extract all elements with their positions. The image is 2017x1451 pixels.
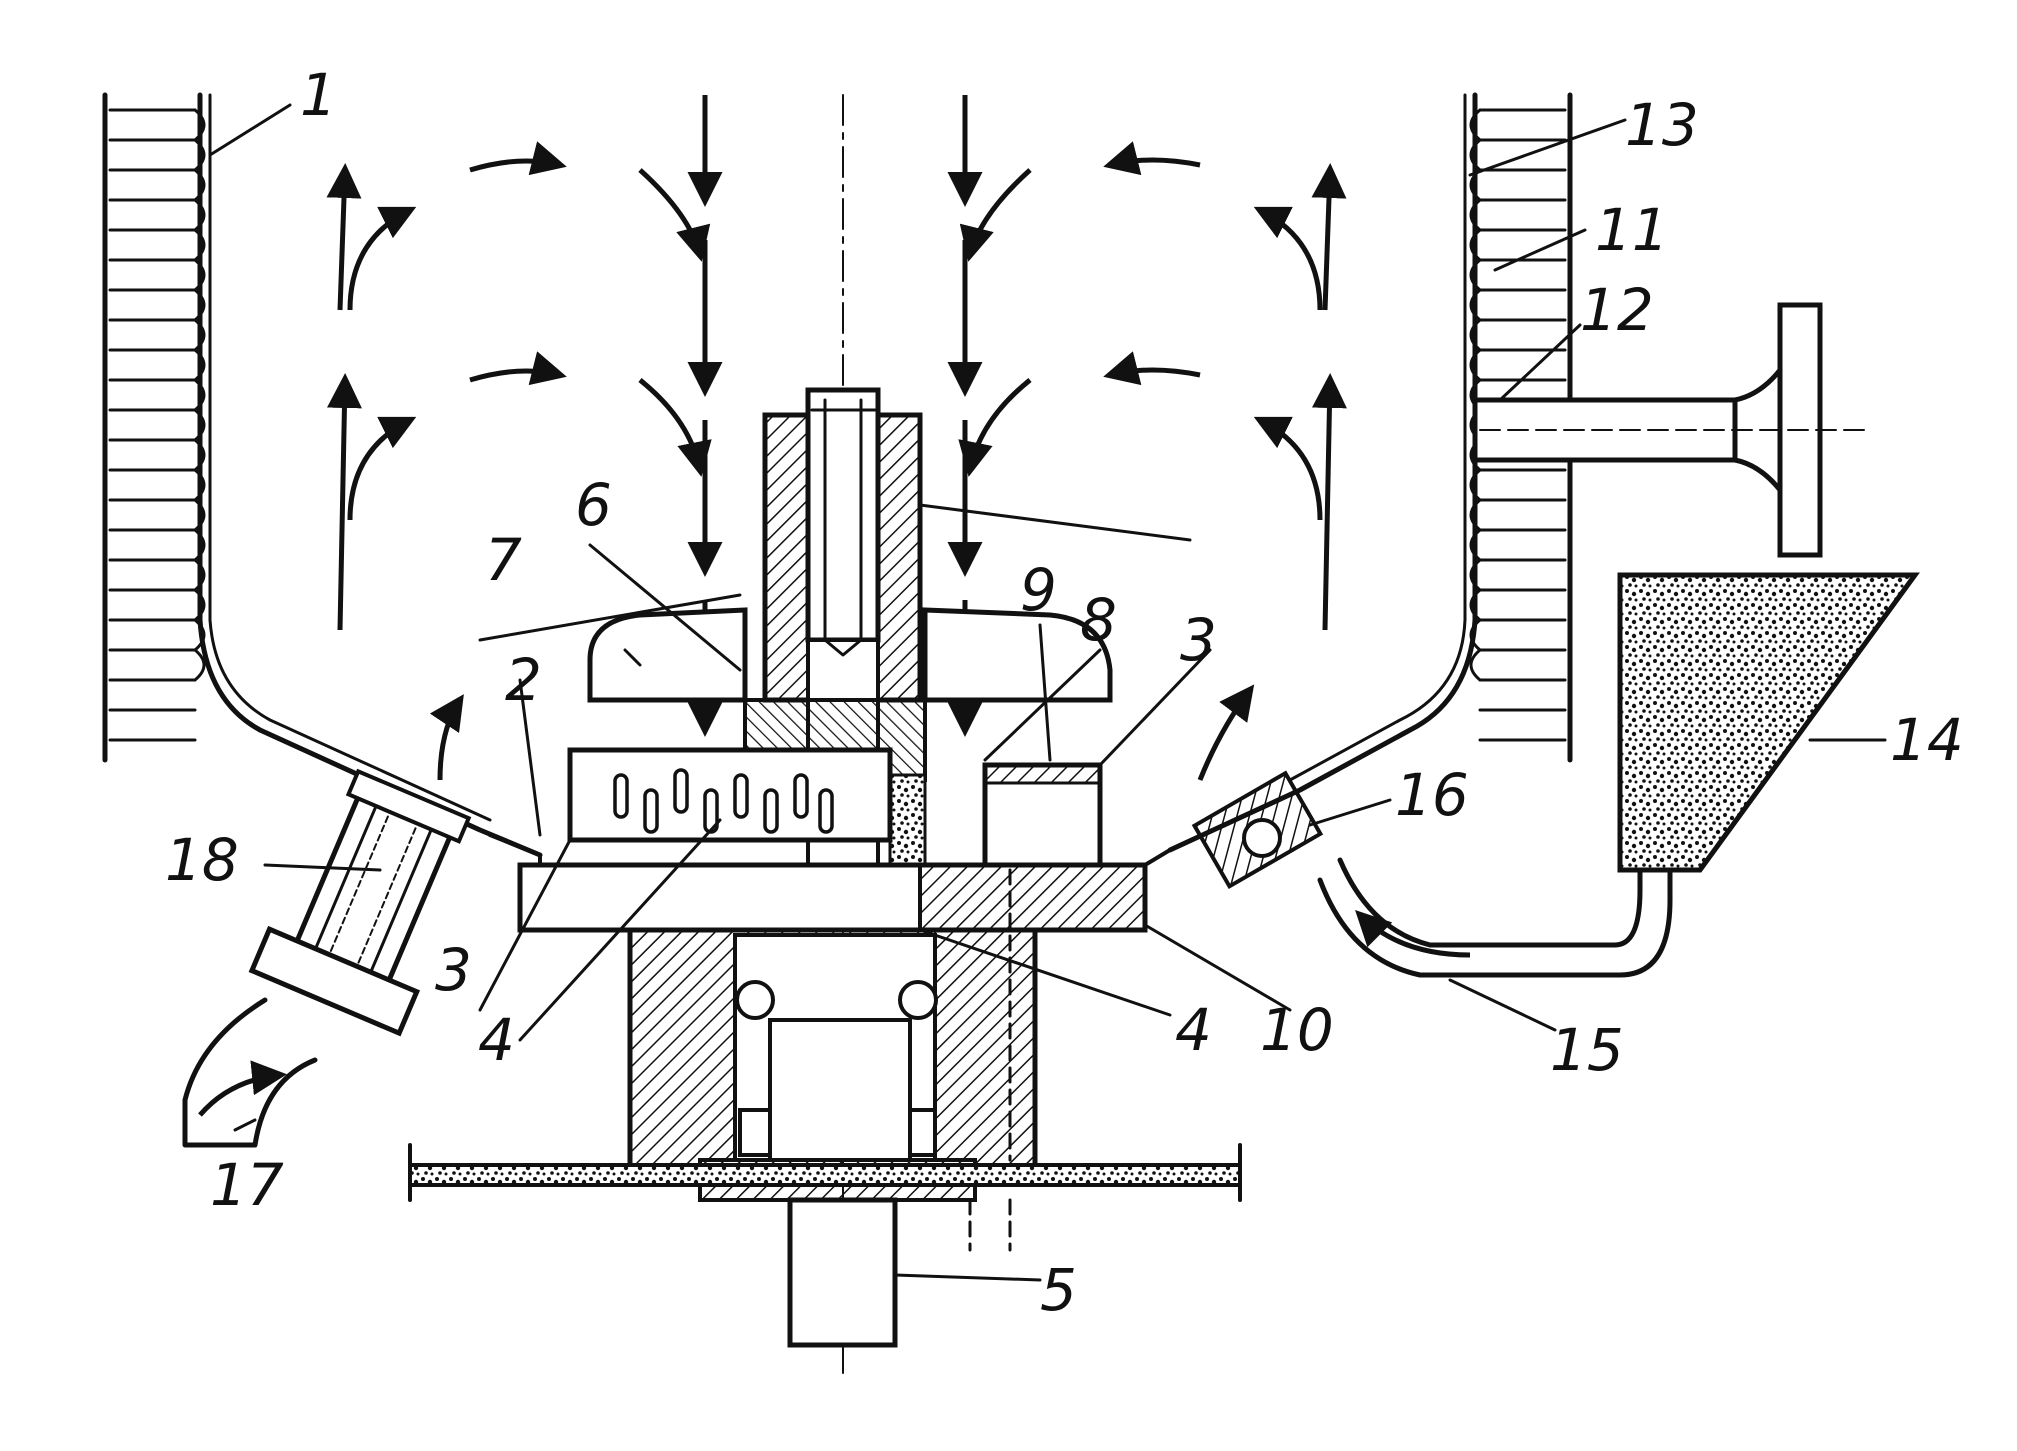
- label-10: 10: [1260, 996, 1334, 1064]
- label-18: 18: [165, 826, 239, 894]
- vessel-wall: [102, 92, 1573, 858]
- base-plate: [488, 833, 1172, 933]
- label-3-right: 3: [1180, 606, 1217, 674]
- cooling-jacket-left: [108, 108, 206, 742]
- leader-lines: [208, 103, 1887, 1282]
- label-9: 9: [1020, 556, 1057, 624]
- feed-hopper: [1317, 572, 1920, 978]
- label-15: 15: [1550, 1016, 1624, 1084]
- label-11: 11: [1595, 196, 1669, 264]
- label-2: 2: [505, 646, 542, 714]
- label-4-left: 4: [478, 1006, 515, 1074]
- label-6: 6: [575, 471, 612, 539]
- label-12: 12: [1580, 276, 1654, 344]
- central-hub: [762, 387, 923, 892]
- label-4-right: 4: [1175, 996, 1212, 1064]
- label-14: 14: [1890, 706, 1964, 774]
- discharge-outlet: [248, 768, 472, 1037]
- side-nozzle: [1472, 302, 1871, 558]
- feed-valve: [1191, 770, 1324, 890]
- label-13: 13: [1625, 91, 1699, 159]
- label-8: 8: [1080, 586, 1117, 654]
- bearing-housing: [627, 927, 1038, 1202]
- cooling-jacket-right: [1469, 108, 1567, 742]
- label-3-left: 3: [435, 936, 472, 1004]
- reference-numerals: 1 2 3 3 4 4 5 6 7 8 9 10 11 12 13 14 15 …: [165, 61, 1964, 1324]
- label-7: 7: [485, 526, 522, 594]
- label-17: 17: [210, 1151, 284, 1219]
- label-5: 5: [1040, 1256, 1077, 1324]
- label-1: 1: [300, 61, 337, 129]
- distributor-ring: [567, 747, 1103, 868]
- floor-plate: [408, 868, 1242, 1252]
- drive-shaft: [787, 1197, 898, 1348]
- label-16: 16: [1395, 761, 1469, 829]
- outlet-flow-arrow: [198, 1060, 287, 1117]
